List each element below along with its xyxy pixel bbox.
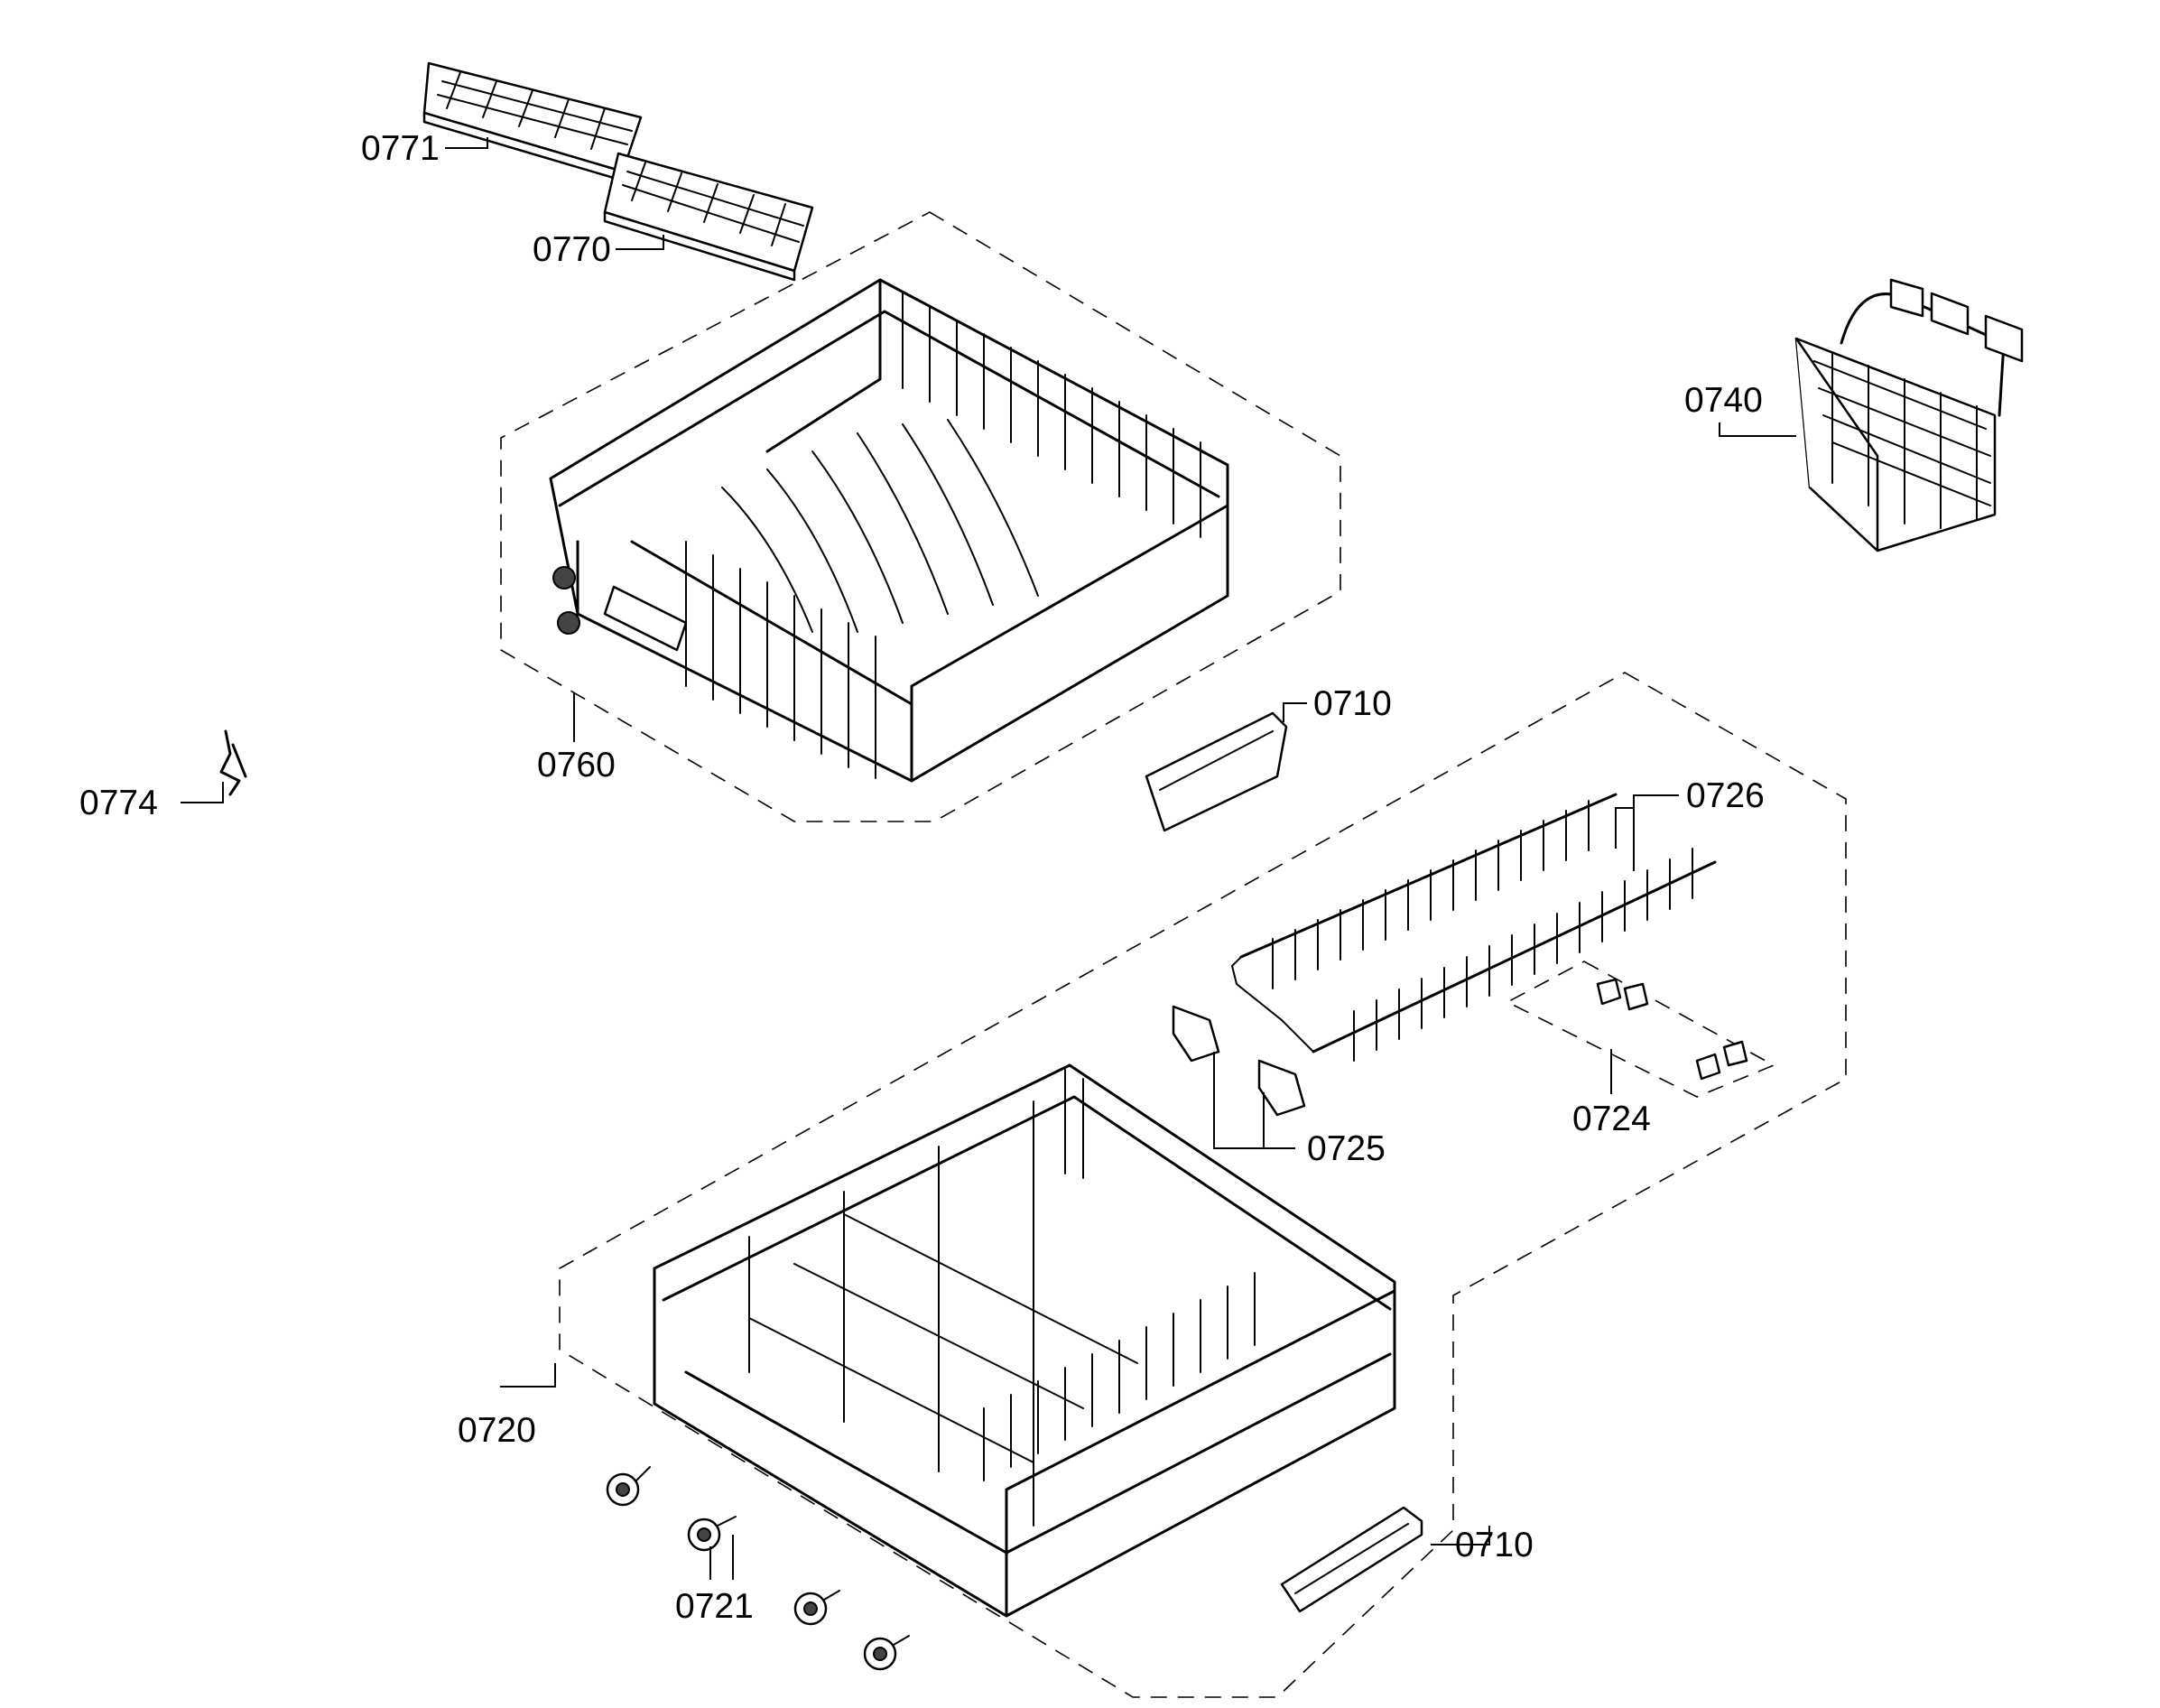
handle-0710-lower-drawing [1280,1506,1423,1613]
wheels-0721-drawing [606,1466,910,1671]
lower-rack-group-outline [559,672,1847,1698]
part-number-0760: 0760 [537,746,616,784]
part-labels: 0771 0770 0740 0760 0774 0710 0726 0725 … [79,129,1765,1626]
part-number-0740: 0740 [1684,381,1763,420]
clips-group-outline [1506,961,1775,1098]
part-number-0725: 0725 [1307,1129,1386,1168]
part-number-0710-lower: 0710 [1455,1526,1534,1564]
part-number-0710-upper: 0710 [1313,684,1392,723]
upper-rack-group-outline [500,211,1341,822]
clips-0724-drawing [1596,978,1748,1081]
leader-lines [181,137,1796,1580]
part-number-0724: 0724 [1572,1100,1651,1138]
part-number-0770: 0770 [533,230,611,269]
part-number-0720: 0720 [458,1411,536,1450]
part-number-0721: 0721 [675,1587,754,1626]
cup-shelf-0770-drawing [603,152,814,282]
cutlery-basket-0740-drawing [1794,278,2024,552]
part-number-0774: 0774 [79,784,158,822]
handle-0710-upper-drawing [1145,711,1288,832]
upper-rack-0760-drawing [549,278,1229,783]
clip-0774-drawing [219,729,247,796]
lower-rack-0720-drawing [653,1063,1396,1618]
tine-rows-0726-drawing [1230,793,1717,1062]
hinge-brackets-0725-drawing [1172,1005,1306,1117]
part-number-0726: 0726 [1686,776,1765,815]
part-number-0771: 0771 [361,129,440,168]
cup-shelf-0771-drawing [422,61,643,182]
